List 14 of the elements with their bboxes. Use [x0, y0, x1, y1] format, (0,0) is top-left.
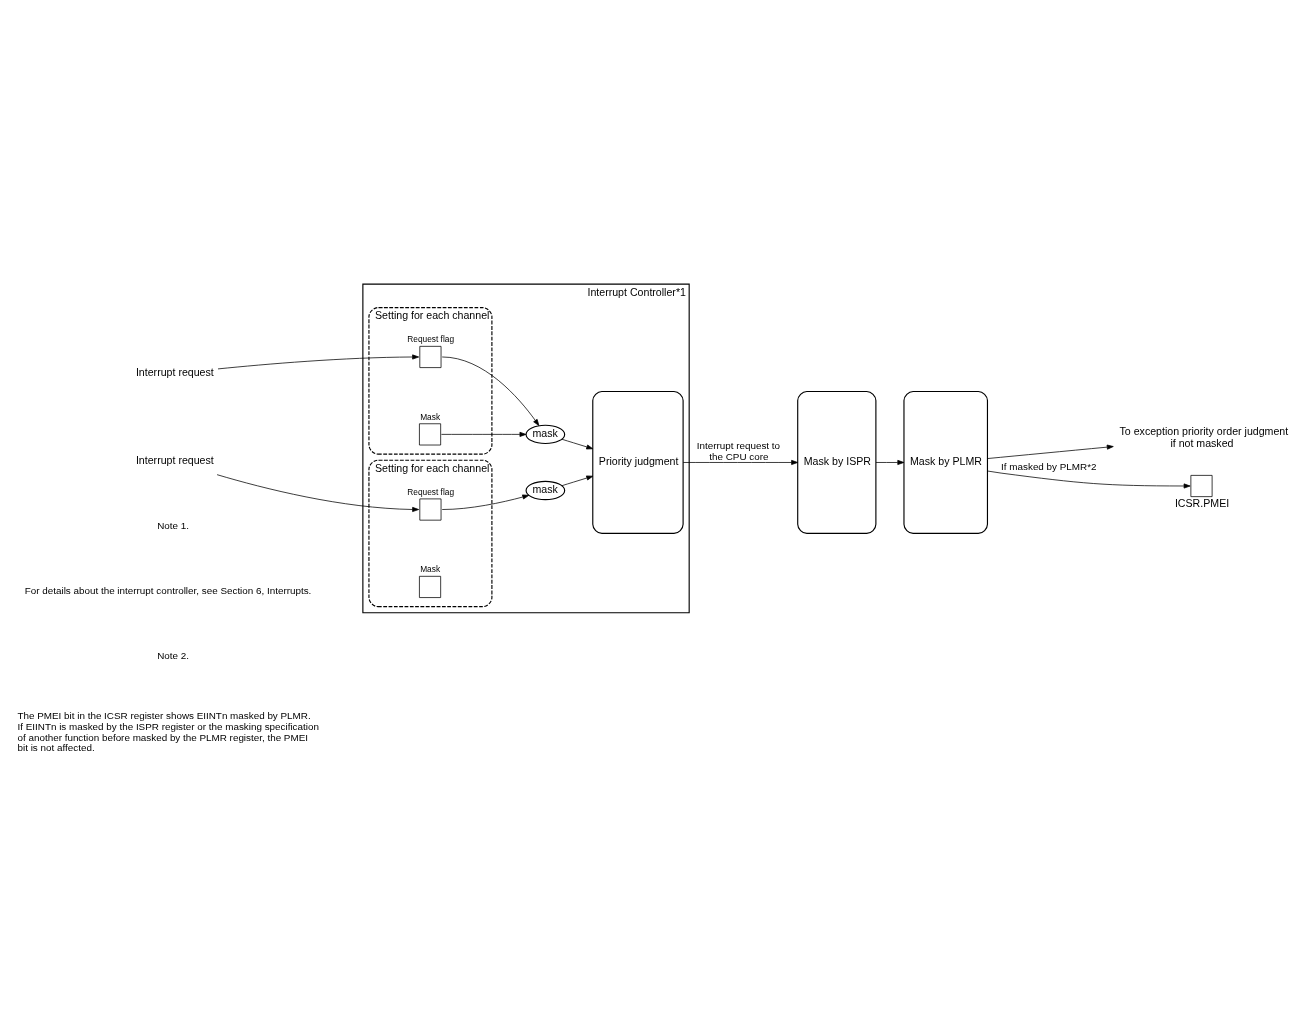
label: The PMEI bit in the ICSR register shows EIINTn masked by PLMR. If EIINTn is masked by the ISPR register or the masking specification of another function before masked by the PLMR register, the PMEI bit is not affected.: [17, 709, 319, 753]
edge-label: Interrupt request to the CPU core: [696, 439, 781, 462]
node-label: Mask: [420, 411, 441, 422]
node-text: Interrupt request: [135, 453, 214, 466]
label: Note 1.: [157, 519, 189, 531]
edge-label: If masked by PLMR*2: [1001, 460, 1097, 472]
node-label: Mask: [420, 563, 441, 574]
label: For details about the interrupt controller, see Section 6, Interrupts.: [24, 584, 312, 596]
node-text: Interrupt request: [135, 365, 214, 378]
node-label: Request flag: [407, 333, 455, 344]
node-label: Request flag: [407, 486, 455, 497]
label: Note 2.: [157, 649, 189, 661]
node-label: ICSR.PMEI: [1174, 496, 1230, 509]
node-text: To exception priority order judgment if not masked: [1119, 424, 1289, 449]
